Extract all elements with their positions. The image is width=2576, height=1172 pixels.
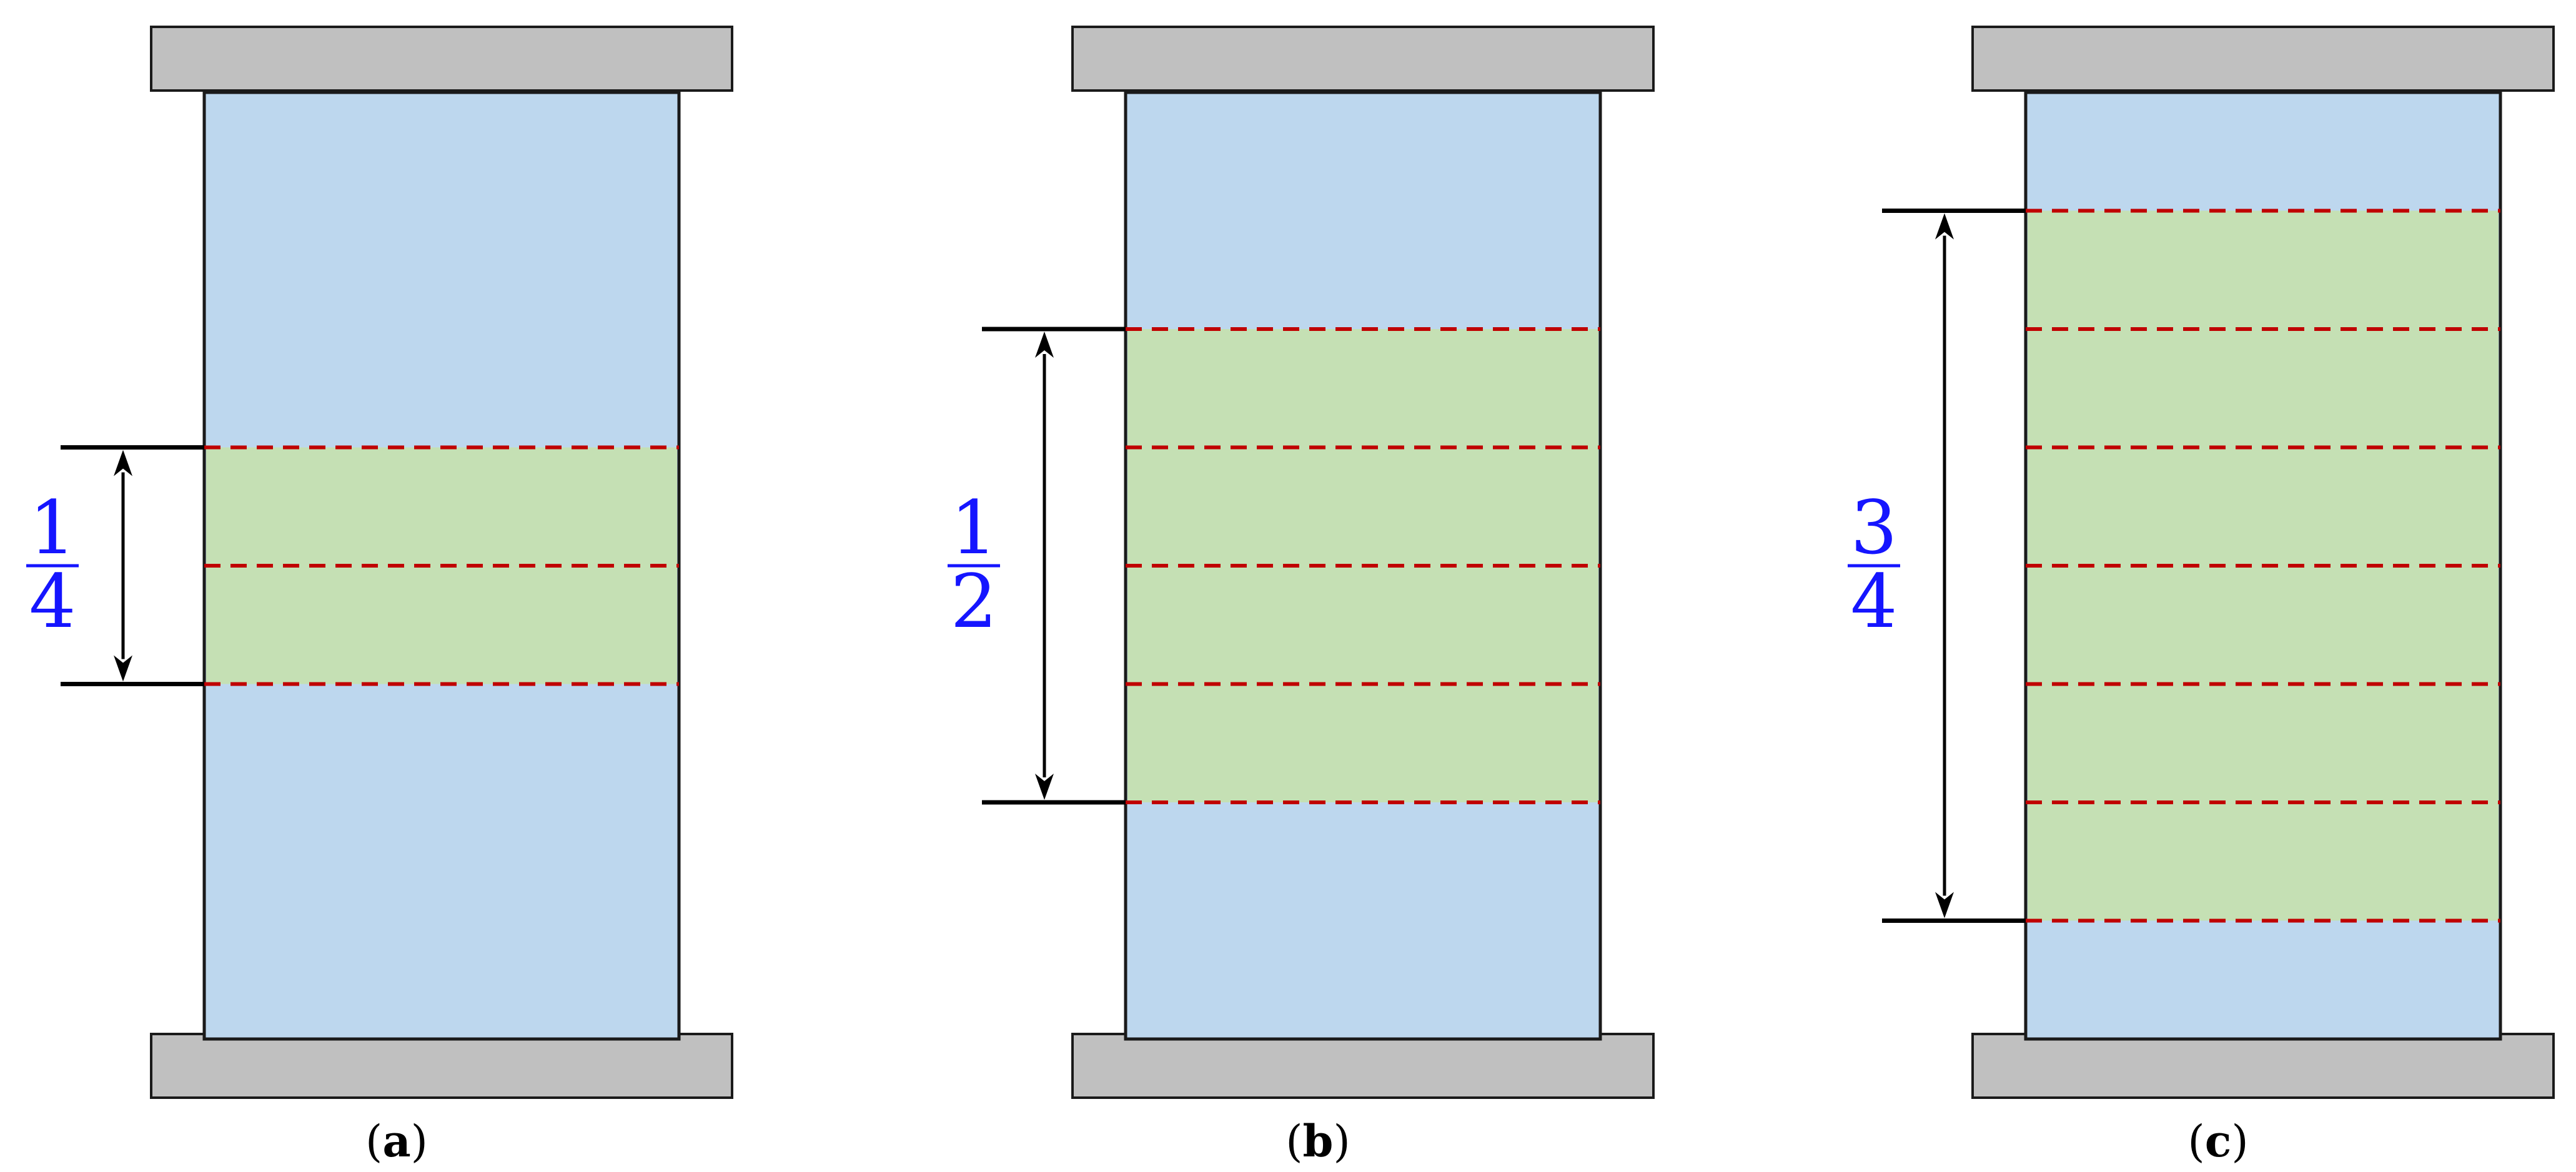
caption-letter: c xyxy=(2205,1115,2232,1167)
caption-close-paren: ) xyxy=(1333,1116,1350,1167)
fraction-denominator: 4 xyxy=(1850,558,1897,644)
panels-group: 14(a)12(b)34(c) xyxy=(26,26,2555,1167)
fraction-label: 14 xyxy=(26,485,79,644)
arrowhead-up xyxy=(1035,332,1054,358)
fraction-numerator: 3 xyxy=(1850,485,1897,571)
panel-caption: (c) xyxy=(2187,1115,2248,1167)
caption-open-paren: ( xyxy=(365,1116,382,1167)
panel-caption: (b) xyxy=(1286,1115,1350,1167)
fraction-label: 34 xyxy=(1848,485,1900,644)
arrowhead-down xyxy=(1935,892,1954,918)
caption-letter: b xyxy=(1303,1115,1334,1167)
fraction-denominator: 2 xyxy=(950,558,997,644)
caption-close-paren: ) xyxy=(2231,1116,2248,1167)
arrowhead-down xyxy=(114,655,132,682)
fraction-numerator: 1 xyxy=(29,485,76,571)
panel-caption: (a) xyxy=(365,1115,428,1167)
top-plate xyxy=(1971,26,2555,92)
panel-c: 34 (c) xyxy=(1848,26,2555,1167)
fraction-numerator: 1 xyxy=(950,485,997,571)
caption-open-paren: ( xyxy=(1286,1116,1302,1167)
caption-open-paren: ( xyxy=(2187,1116,2204,1167)
bottom-plate xyxy=(1071,1033,1655,1099)
arrowhead-up xyxy=(1935,213,1954,240)
arrowhead-down xyxy=(1035,774,1054,800)
arrowhead-up xyxy=(114,450,132,476)
top-plate xyxy=(1071,26,1655,92)
panel-a: 14 (a) xyxy=(26,26,733,1167)
caption-close-paren: ) xyxy=(411,1116,428,1167)
fraction-denominator: 4 xyxy=(29,558,76,644)
top-plate xyxy=(150,26,733,92)
bottom-plate xyxy=(150,1033,733,1099)
bottom-plate xyxy=(1971,1033,2555,1099)
fraction-label: 12 xyxy=(948,485,1000,644)
caption-letter: a xyxy=(382,1115,410,1167)
panel-b: 12 (b) xyxy=(948,26,1655,1167)
